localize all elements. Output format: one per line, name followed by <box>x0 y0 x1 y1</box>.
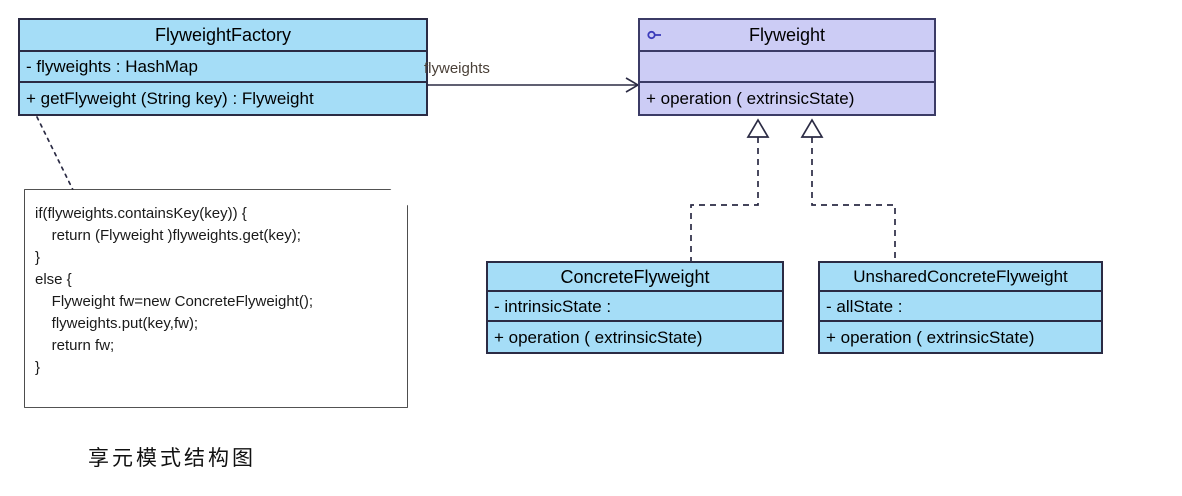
class-operation-row: + operation ( extrinsicState) <box>646 89 855 108</box>
hollow-triangle-icon <box>746 118 770 138</box>
class-name-label: Flyweight <box>748 25 826 45</box>
interface-marker-icon <box>647 30 661 40</box>
note-box-getflyweight-code[interactable]: if(flyweights.containsKey(key)) { return… <box>25 190 407 407</box>
diagram-caption: 享元模式结构图 <box>88 446 256 470</box>
edge-realization-concrete-flyweight <box>690 118 770 261</box>
edge-aggregation-factory-flyweight <box>408 77 640 93</box>
class-box-unshared-concrete-flyweight[interactable]: UnsharedConcreteFlyweight - allState : +… <box>818 261 1103 354</box>
class-name-unshared-concrete-flyweight: UnsharedConcreteFlyweight <box>820 263 1101 292</box>
class-operation-row: + getFlyweight (String key) : Flyweight <box>26 89 314 108</box>
class-attribute-row: - intrinsicState : <box>488 292 782 322</box>
class-name-flyweight-factory: FlyweightFactory <box>20 20 426 52</box>
class-box-concrete-flyweight[interactable]: ConcreteFlyweight - intrinsicState : + o… <box>486 261 784 354</box>
class-name-flyweight: Flyweight <box>640 20 934 52</box>
note-anchor-line <box>36 116 75 193</box>
class-attribute-row <box>640 52 934 83</box>
class-box-flyweight-factory[interactable]: FlyweightFactory - flyweights : HashMap … <box>18 18 428 116</box>
class-attribute-row: - allState : <box>820 292 1101 322</box>
open-arrow-icon <box>625 77 640 93</box>
class-operation-row: + operation ( extrinsicState) <box>494 327 703 347</box>
class-attribute-row: - flyweights : HashMap <box>20 52 426 83</box>
realization-line <box>690 137 759 261</box>
note-code-text: if(flyweights.containsKey(key)) { return… <box>35 205 314 376</box>
hollow-triangle-icon <box>800 118 824 138</box>
class-name-concrete-flyweight: ConcreteFlyweight <box>488 263 782 292</box>
class-operation-row: + operation ( extrinsicState) <box>826 327 1035 347</box>
class-box-flyweight[interactable]: Flyweight + operation ( extrinsicState) <box>638 18 936 116</box>
edge-label-flyweights: flyweights <box>424 60 490 77</box>
edge-note-anchor <box>36 116 75 193</box>
edge-realization-unshared-concrete-flyweight <box>800 118 896 261</box>
realization-line <box>811 137 896 261</box>
